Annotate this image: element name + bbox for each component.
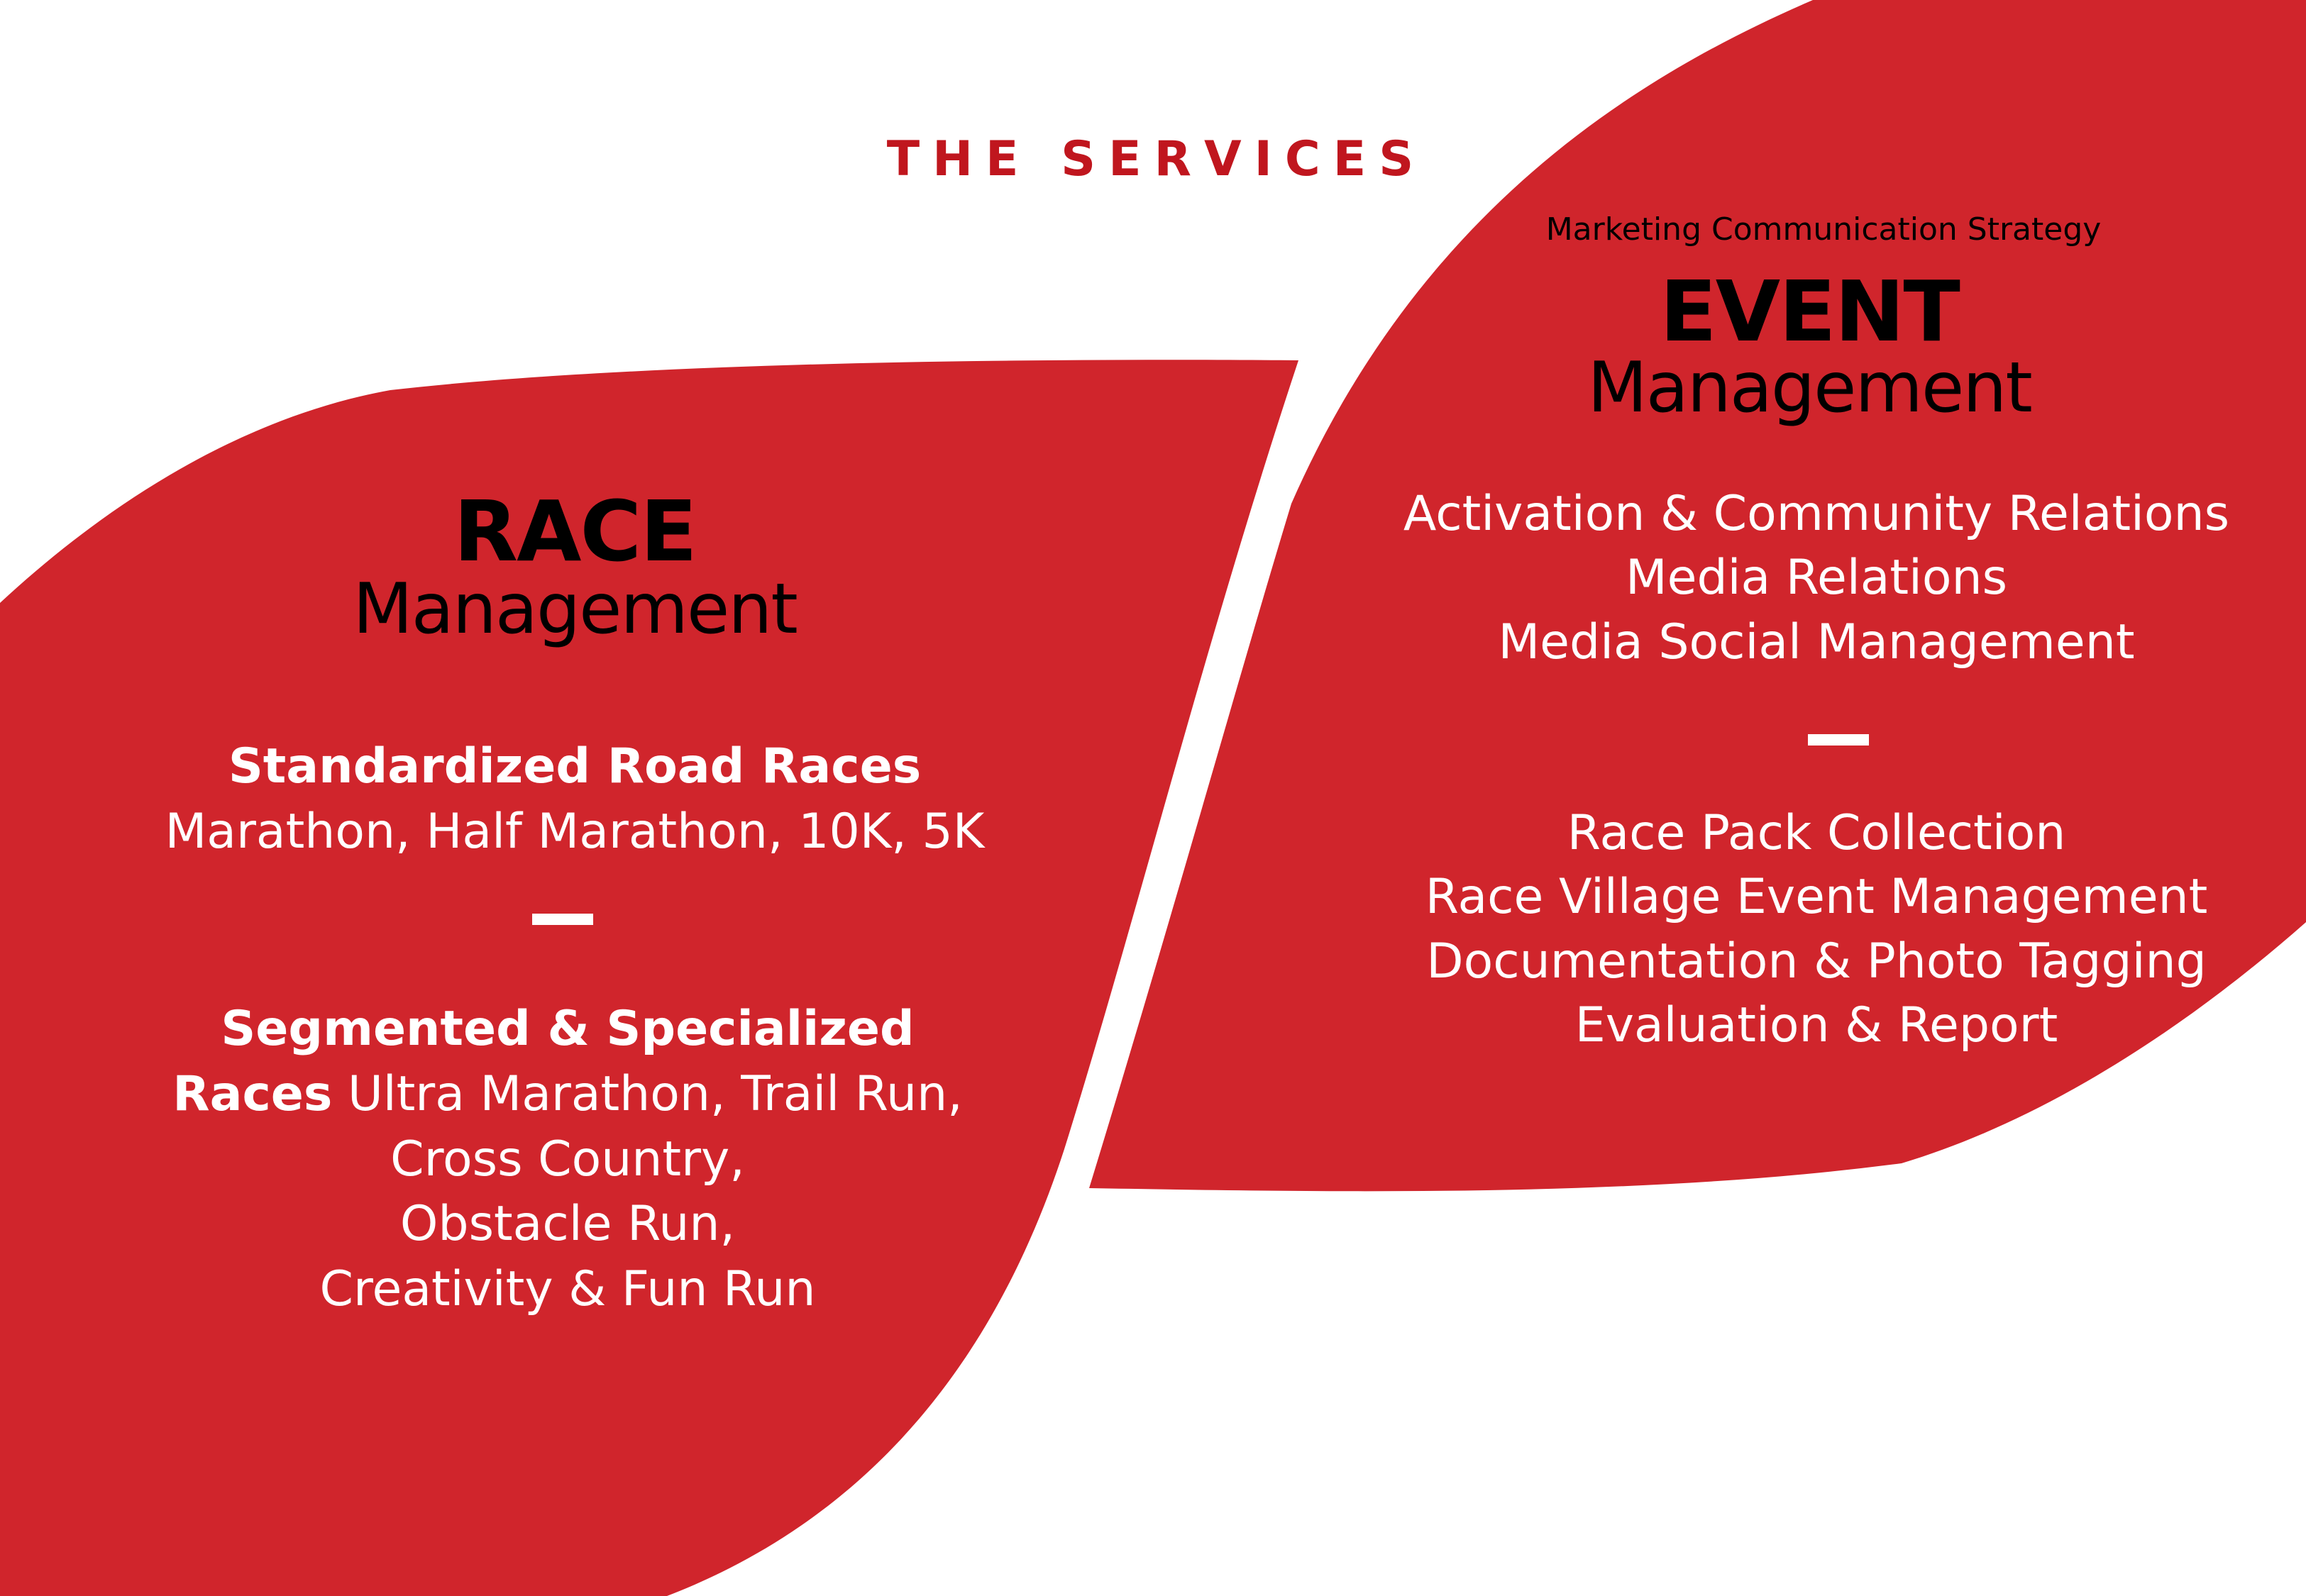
event-service-item: Activation & Community Relations [1403, 486, 2230, 542]
event-service-item: Media Relations [1625, 550, 2008, 606]
event-service-item: Race Village Event Management [1425, 869, 2208, 926]
road-races-items: Marathon, Half Marathon, 10K, 5K [165, 803, 985, 860]
race-panel-shape [0, 360, 1298, 1596]
event-services-list-2: Race Pack Collection Race Village Event … [1391, 802, 2242, 1058]
event-service-item: Documentation & Photo Tagging [1426, 933, 2207, 990]
event-heading: EVENT Management [1419, 270, 2200, 423]
segmented-heading-line2: Races [172, 1065, 333, 1122]
event-subtitle: Management [1587, 348, 2033, 428]
event-service-item: Race Pack Collection [1567, 805, 2066, 861]
road-races-block: Standardized Road Races Marathon, Half M… [149, 734, 1000, 865]
segmented-item: Cross Country, [390, 1131, 745, 1187]
road-races-heading: Standardized Road Races [228, 738, 922, 794]
event-tagline: Marketing Communication Strategy [1545, 211, 2102, 248]
segmented-races-block: Segmented & Specialized Races Ultra Mara… [142, 997, 993, 1322]
race-title: RACE [453, 482, 697, 580]
event-title: EVENT [1660, 262, 1960, 360]
segmented-item: Obstacle Run, [399, 1196, 736, 1253]
event-services-list-1: Activation & Community Relations Media R… [1391, 482, 2242, 675]
segmented-heading-line1: Segmented & Specialized [221, 1001, 915, 1057]
race-divider [532, 914, 593, 925]
segmented-item: Creativity & Fun Run [319, 1261, 816, 1318]
event-service-item: Media Social Management [1498, 614, 2135, 670]
page-title: THE SERVICES [886, 131, 1427, 187]
segmented-item: Ultra Marathon, Trail Run, [332, 1065, 963, 1122]
event-service-item: Evaluation & Report [1574, 997, 2058, 1054]
race-subtitle: Management [353, 569, 798, 650]
race-heading: RACE Management [220, 489, 929, 646]
event-divider [1808, 734, 1869, 746]
segmented-line-1: Races Ultra Marathon, Trail Run, [142, 1062, 993, 1127]
event-panel-shape [1089, 0, 2306, 1192]
